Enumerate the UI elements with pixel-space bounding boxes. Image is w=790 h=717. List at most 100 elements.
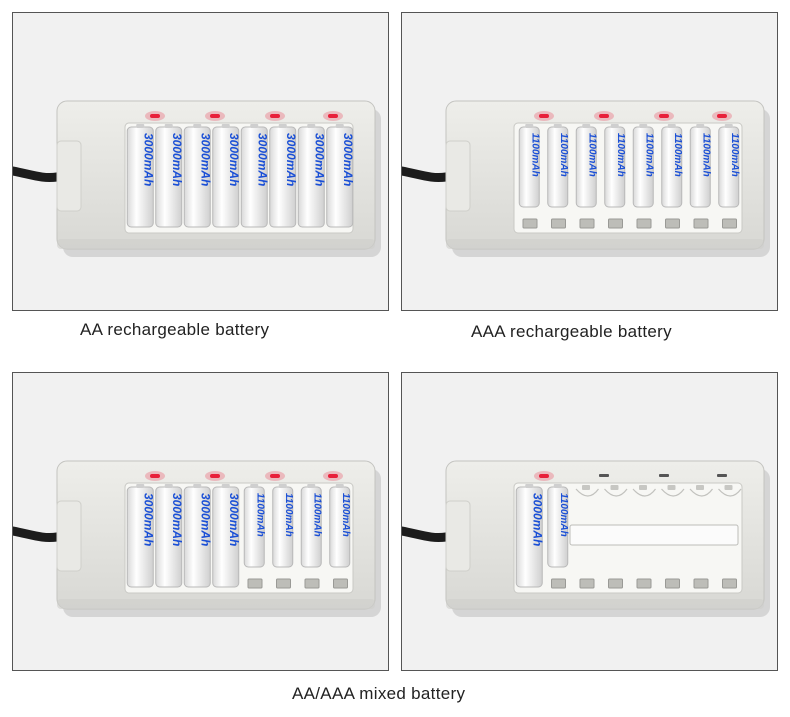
aa-battery: 3000mAh [515,484,544,588]
battery-terminal [667,124,676,128]
battery-terminal [278,484,287,488]
aa-battery: 3000mAh [326,124,355,228]
photo-partial-charger: 3000mAh 1100mAh [401,372,778,671]
battery-terminal [307,124,316,128]
plug-housing [445,140,471,212]
charger-partial-illustration: 3000mAh 1100mAh [402,373,777,670]
battery-well [513,122,743,234]
empty-slot-curve [575,488,599,497]
battery-capacity-label: 3000mAh [312,133,326,186]
led-indicator-on [717,114,727,118]
led-indicator-on [659,114,669,118]
aa-battery: 3000mAh [269,124,298,228]
battery-terminal [193,484,202,488]
aa-battery: 3000mAh [126,484,155,588]
battery-terminal [278,124,287,128]
battery-capacity-label: 1100mAh [340,493,351,537]
slot-contact [722,578,737,589]
slot-contact [304,578,320,589]
battery-terminal [335,484,344,488]
power-cable [402,526,451,542]
battery-capacity-label: 3000mAh [170,133,184,186]
slot-contact [636,218,652,229]
slot-contact [693,218,709,229]
aa-battery: 3000mAh [183,484,212,588]
power-cable [13,526,62,542]
led-indicator-on [150,114,160,118]
aaa-battery: 1100mAh [329,484,351,568]
aaa-battery: 1100mAh [547,484,569,568]
aaa-battery: 1100mAh [243,484,265,568]
led-indicator-off [599,474,609,477]
battery-capacity-label: 3000mAh [170,493,184,546]
aaa-battery: 1100mAh [661,124,683,208]
empty-slot-curve [718,488,742,497]
battery-terminal [724,124,733,128]
battery-capacity-label: 1100mAh [311,493,322,537]
battery-capacity-label: 1100mAh [672,133,683,177]
battery-capacity-label: 1100mAh [558,133,569,177]
power-cable [13,166,62,182]
battery-capacity-label: 1100mAh [586,133,597,177]
battery-terminal [553,484,562,488]
aa-battery: 3000mAh [212,484,241,588]
battery-terminal [164,124,173,128]
battery-capacity-label: 1100mAh [700,133,711,177]
led-indicator-off [659,474,669,477]
battery-capacity-label: 3000mAh [341,133,355,186]
battery-capacity-label: 3000mAh [141,133,155,186]
battery-capacity-label: 1100mAh [254,493,265,537]
battery-terminal [307,484,316,488]
battery-terminal [696,124,705,128]
slot-top-contact [667,485,676,490]
charger-bottom-edge [57,239,375,249]
battery-terminal [553,124,562,128]
led-indicator-on [539,114,549,118]
battery-capacity-label: 1100mAh [558,493,569,537]
charger-bottom-edge [446,599,764,609]
battery-terminal [136,124,145,128]
slot-contact [522,218,538,229]
battery-terminal [136,484,145,488]
caption-mixed: AA/AAA mixed battery [292,684,466,703]
battery-capacity-label: 3000mAh [198,493,212,546]
battery-terminal [221,124,230,128]
aa-battery: 3000mAh [126,124,155,228]
slot-contact [579,578,595,589]
slot-contact [551,578,566,589]
led-indicator-off [717,474,727,477]
slot-contact [722,218,737,229]
aa-battery: 3000mAh [155,484,184,588]
plug-housing [56,500,82,572]
aaa-battery: 1100mAh [604,124,626,208]
battery-capacity-label: 3000mAh [227,493,241,546]
battery-terminal [221,484,230,488]
battery-terminal [250,124,259,128]
charger-mixed-illustration: 3000mAh 3000mAh 3000mAh 3000mAh 1100mAh 1100m… [13,373,388,670]
battery-capacity-label: 3000mAh [284,133,298,186]
aaa-battery: 1100mAh [547,124,569,208]
caption-aaa: AAA rechargeable battery [471,322,672,341]
battery-terminal [335,124,344,128]
aa-battery: 3000mAh [155,124,184,228]
led-indicator-on [150,474,160,478]
power-cable [402,166,451,182]
caption-aa: AA rechargeable battery [80,320,270,339]
aaa-battery: 1100mAh [272,484,294,568]
slot-contact [608,218,623,229]
battery-capacity-label: 3000mAh [530,493,544,546]
aa-battery: 3000mAh [297,124,326,228]
aa-battery: 3000mAh [212,124,241,228]
battery-terminal [193,124,202,128]
aa-battery: 3000mAh [240,124,269,228]
slot-top-contact [582,485,590,490]
led-indicator-on [328,474,338,478]
empty-slot-curve [661,488,685,497]
battery-terminal [525,484,534,488]
slot-top-contact [696,485,704,490]
charger-bottom-edge [57,599,375,609]
battery-terminal [525,124,534,128]
